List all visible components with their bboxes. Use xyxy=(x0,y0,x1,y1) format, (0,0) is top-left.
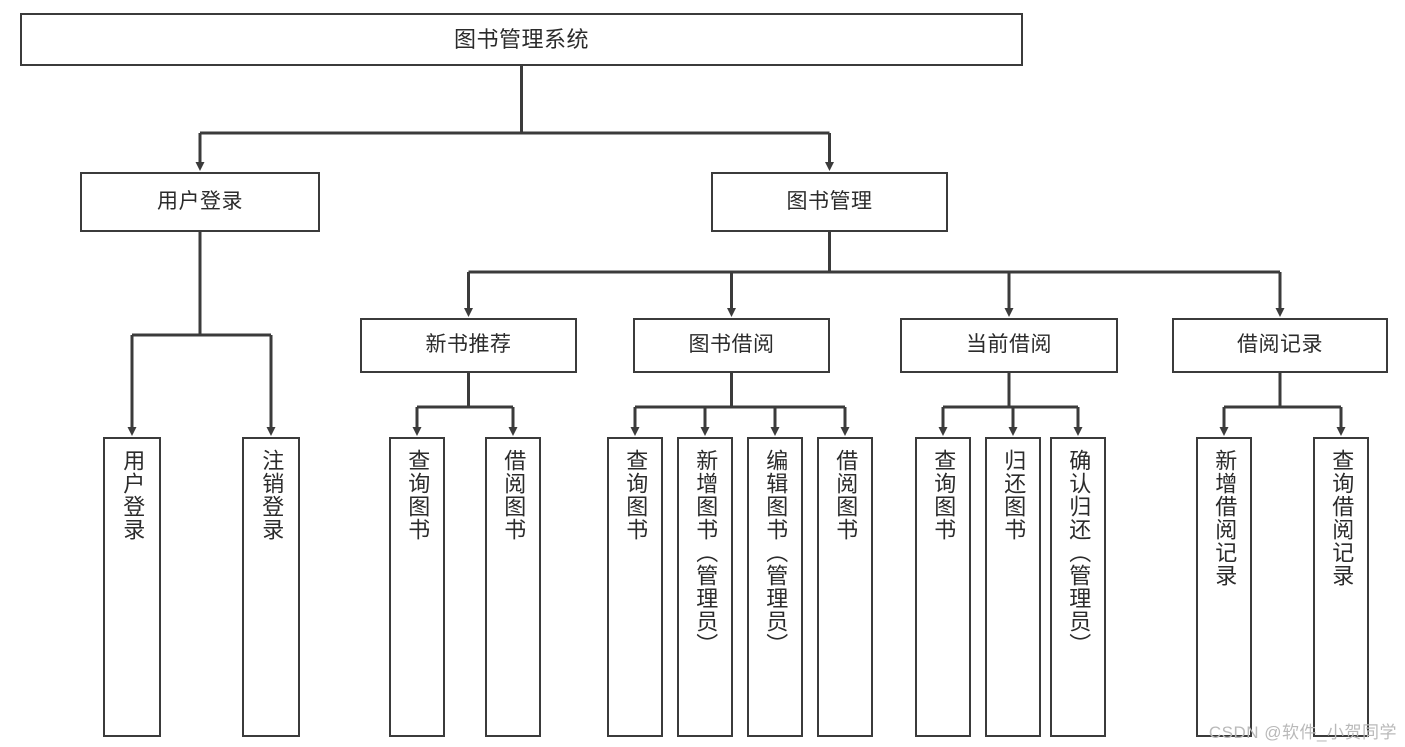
node-book-manage[interactable]: 图书管理 xyxy=(711,172,948,232)
node-leaf-rec-query[interactable]: 查询图书 xyxy=(389,437,445,737)
node-label: 用户登录 xyxy=(120,449,146,541)
node-label: 当前借阅 xyxy=(966,333,1052,357)
node-leaf-rec-query2[interactable]: 查询借阅记录 xyxy=(1313,437,1369,737)
node-new-book-rec[interactable]: 新书推荐 xyxy=(360,318,577,373)
node-root[interactable]: 图书管理系统 xyxy=(20,13,1023,66)
node-user-login[interactable]: 用户登录 xyxy=(80,172,320,232)
node-label: 用户登录 xyxy=(157,189,243,213)
node-label: 新增借阅记录 xyxy=(1212,449,1238,587)
node-label: 图书管理系统 xyxy=(453,26,589,52)
watermark: CSDN @软件_小贺同学 xyxy=(1208,723,1397,742)
node-current-borrow[interactable]: 当前借阅 xyxy=(900,318,1118,373)
node-label: 新书推荐 xyxy=(425,333,512,357)
node-label: 借阅记录 xyxy=(1237,333,1323,357)
node-leaf-borrow-edit[interactable]: 编辑图书（管理员） xyxy=(747,437,803,737)
node-label: 图书借阅 xyxy=(688,333,775,357)
node-label: 新增图书（管理员） xyxy=(693,449,719,656)
node-borrow-record[interactable]: 借阅记录 xyxy=(1172,318,1388,373)
node-leaf-cur-confirm[interactable]: 确认归还（管理员） xyxy=(1050,437,1106,737)
node-label: 注销登录 xyxy=(259,449,285,541)
node-leaf-rec-add[interactable]: 新增借阅记录 xyxy=(1196,437,1252,737)
node-label: 查询图书 xyxy=(405,449,431,541)
node-leaf-cur-return[interactable]: 归还图书 xyxy=(985,437,1041,737)
node-label: 查询图书 xyxy=(931,449,957,541)
node-leaf-user-login[interactable]: 用户登录 xyxy=(103,437,161,737)
node-book-borrow[interactable]: 图书借阅 xyxy=(633,318,830,373)
node-label: 确认归还（管理员） xyxy=(1066,449,1092,656)
node-label: 编辑图书（管理员） xyxy=(763,449,789,656)
node-leaf-borrow-lend[interactable]: 借阅图书 xyxy=(817,437,873,737)
node-label: 查询图书 xyxy=(623,449,649,541)
node-label: 借阅图书 xyxy=(501,449,527,541)
node-leaf-user-logout[interactable]: 注销登录 xyxy=(242,437,300,737)
node-label: 查询借阅记录 xyxy=(1329,449,1355,587)
node-leaf-borrow-add[interactable]: 新增图书（管理员） xyxy=(677,437,733,737)
node-leaf-rec-borrow[interactable]: 借阅图书 xyxy=(485,437,541,737)
node-label: 图书管理 xyxy=(786,189,873,213)
node-label: 归还图书 xyxy=(1001,449,1027,541)
node-label: 借阅图书 xyxy=(833,449,859,541)
node-leaf-cur-query[interactable]: 查询图书 xyxy=(915,437,971,737)
node-leaf-borrow-query[interactable]: 查询图书 xyxy=(607,437,663,737)
